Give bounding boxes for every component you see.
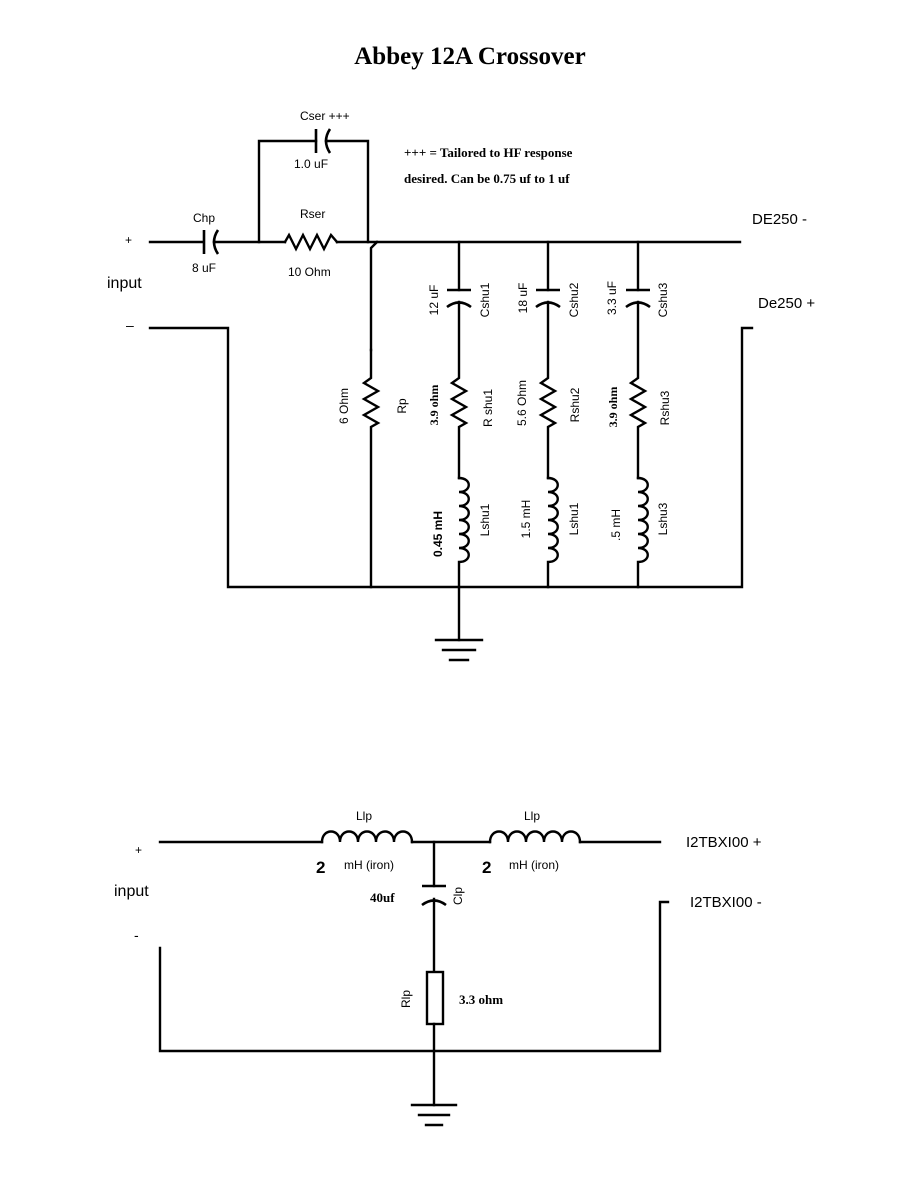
hf-note-line1: +++ = Tailored to HF response (404, 145, 573, 160)
cshu2-name: Cshu2 (567, 282, 581, 317)
lf-ground-icon (410, 1103, 458, 1127)
clp-capacitor (421, 840, 447, 974)
cser-capacitor (314, 128, 332, 154)
rp-value: 6 Ohm (337, 388, 351, 424)
cshu1-name: Cshu1 (478, 282, 492, 317)
shunt-branch-2 (535, 240, 561, 589)
lshu3-name: Lshu3 (656, 502, 670, 535)
hf-ground-icon (434, 585, 484, 662)
shunt-branch-3 (625, 240, 651, 589)
lf-input-plus: + (135, 843, 142, 857)
rp-name: Rp (395, 398, 409, 414)
hf-network: + input – Chp 8 uF Rser 10 Ohm Cser +++ … (107, 109, 815, 662)
cshu1-value: 12 uF (427, 285, 441, 316)
chp-name: Chp (193, 211, 215, 225)
hf-note-line2: desired. Can be 0.75 uf to 1 uf (404, 171, 570, 186)
llp1-value-unit: mH (iron) (344, 858, 394, 872)
lshu1-name: Lshu1 (478, 503, 492, 536)
lshu3-value: .5 mH (609, 509, 623, 541)
llp1-name: Llp (356, 809, 372, 823)
lf-network: + input - Llp 2 mH (iron) Llp 2 mH (iron… (114, 809, 762, 1127)
hf-input-label: input (107, 275, 142, 292)
page-title: Abbey 12A Crossover (354, 43, 585, 70)
cser-value: 1.0 uF (294, 157, 328, 171)
lshu2-name: Lshu1 (567, 502, 581, 535)
cshu3-name: Cshu3 (656, 282, 670, 317)
hf-out-minus: DE250 - (752, 211, 807, 228)
shunt-branch-1 (446, 240, 472, 589)
rshu2-name: Rshu2 (568, 387, 582, 422)
llp1-value-num: 2 (316, 858, 325, 877)
hf-out-plus: De250 + (758, 295, 815, 312)
rser-value: 10 Ohm (288, 265, 331, 279)
cshu3-value: 3.3 uF (605, 281, 619, 315)
rlp-value: 3.3 ohm (459, 992, 503, 1007)
rshu3-name: Rshu3 (658, 390, 672, 425)
llp2-value-num: 2 (482, 858, 491, 877)
chp-value: 8 uF (192, 261, 216, 275)
hf-input-plus: + (125, 233, 132, 247)
rser-resistor (283, 232, 339, 252)
lf-input-minus: - (134, 927, 139, 943)
lf-out-plus: I2TBXI00 + (686, 834, 762, 851)
llp2-value-unit: mH (iron) (509, 858, 559, 872)
clp-name: Clp (451, 887, 465, 905)
rlp-name: Rlp (399, 990, 413, 1008)
hf-input-minus: – (126, 317, 134, 333)
lshu1-value: 0.45 mH (431, 511, 445, 557)
lf-input-label: input (114, 883, 149, 900)
llp2-name: Llp (524, 809, 540, 823)
clp-value: 40uf (370, 890, 395, 905)
lshu2-value: 1.5 mH (519, 500, 533, 539)
llp2-inductor (488, 830, 582, 844)
rser-name: Rser (300, 207, 325, 221)
rshu1-name: R shu1 (481, 389, 495, 427)
rshu1-value: 3.9 ohm (427, 385, 441, 426)
rshu3-value: 3.9 ohm (606, 387, 620, 428)
rlp-resistor (425, 970, 445, 1107)
lf-out-minus: I2TBXI00 - (690, 894, 762, 911)
llp1-inductor (320, 830, 414, 844)
cser-name: Cser +++ (300, 109, 350, 123)
rshu2-value: 5.6 Ohm (515, 380, 529, 426)
cshu2-value: 18 uF (516, 283, 530, 314)
